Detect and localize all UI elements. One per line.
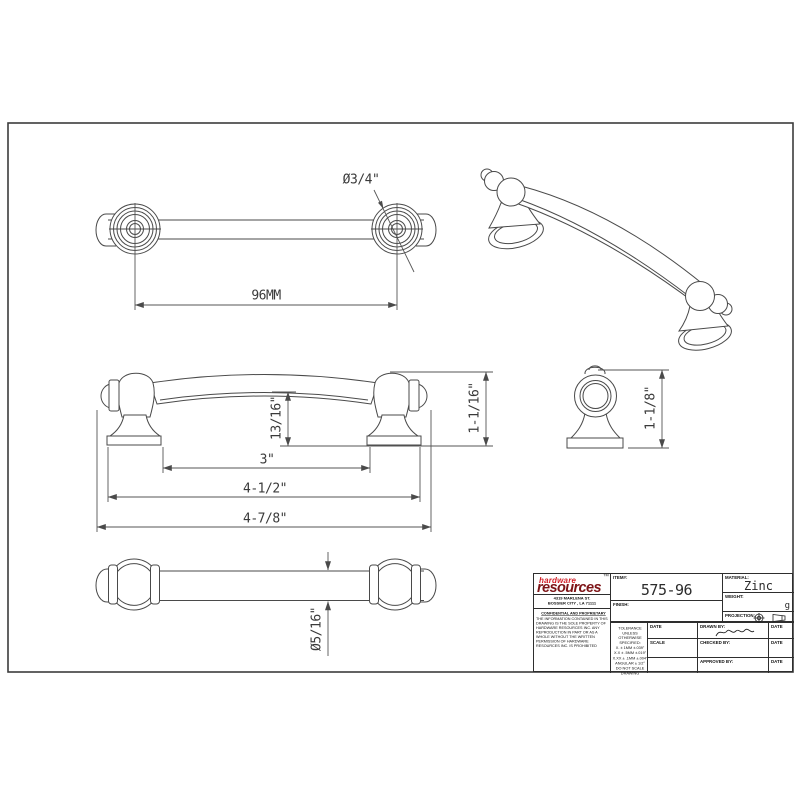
sheet-border	[7, 122, 794, 673]
tolerance-line: X.XX ± .1MM ±.004"	[612, 656, 648, 661]
dim-overall-height-side: 1-1/8"	[643, 386, 659, 430]
legal-cell: CONFIDENTIAL AND PROPRIETARY THE INFORMA…	[534, 609, 611, 673]
confidential-heading: CONFIDENTIAL AND PROPRIETARY	[541, 611, 606, 616]
dim-outer-base-span: 4-1/2"	[243, 481, 287, 497]
address-cell: 4319 MARLENA ST. BOSSIER CITY , LA 71111	[534, 595, 611, 609]
date-label: DATE	[771, 659, 783, 664]
approved-by-label: APPROVED BY:	[700, 659, 734, 664]
bottom-view-linework	[95, 558, 437, 611]
logo-hardware-text: hardware	[539, 576, 577, 585]
address-line2: BOSSIER CITY , LA 71111	[547, 600, 597, 606]
date-label: DATE	[650, 624, 662, 629]
checked-by-cell: CHECKED BY:	[698, 639, 769, 658]
confidential-body: THE INFORMATION CONTAINED IN THIS DRAWIN…	[536, 616, 608, 649]
third-angle-projection-icon	[753, 613, 786, 623]
side-view-dimensions	[598, 369, 669, 449]
perspective-view-linework	[480, 168, 733, 351]
item-cell: ITEM#: 575-96	[611, 574, 723, 601]
drawn-by-cell: DRAWN BY:	[698, 623, 769, 639]
dim-bar-clearance: 13/16"	[269, 396, 285, 440]
weight-value: g	[784, 601, 790, 611]
tolerance-line: ANGULAR ± 1/2°	[615, 661, 645, 666]
trademark-symbol: ™	[603, 574, 609, 580]
material-cell: MATERIAL: Zinc	[723, 574, 794, 593]
projection-cell: PROJECTION:	[723, 612, 794, 623]
dim-diameter-callout: Ø3/4"	[342, 172, 380, 188]
date-cell: DATE	[769, 658, 794, 673]
dim-bar-diameter: Ø5/16"	[309, 607, 325, 651]
blank-cell	[648, 658, 698, 673]
top-view-dimensions	[134, 189, 415, 310]
address-line1: 4319 MARLENA ST.	[553, 596, 591, 601]
dim-center-distance: 96MM	[251, 288, 281, 304]
front-view-dimensions	[96, 371, 493, 532]
finish-label: FINISH:	[613, 602, 629, 607]
side-view-linework	[566, 365, 624, 449]
weight-label: WEIGHT:	[725, 594, 744, 599]
scale-cell: SCALE	[648, 639, 698, 658]
projection-label: PROJECTION:	[725, 613, 756, 618]
tolerance-line: DO NOT SCALE DRAWING	[615, 666, 645, 676]
top-view-linework	[95, 203, 437, 255]
drawn-by-signature	[715, 628, 755, 637]
drawn-by-label: DRAWN BY:	[700, 624, 726, 629]
scale-label: SCALE	[650, 640, 665, 645]
dim-overall-length: 4-7/8"	[243, 511, 287, 527]
material-label: MATERIAL:	[725, 575, 749, 580]
date-cell: DATE	[769, 623, 794, 639]
front-view-linework	[100, 372, 428, 446]
item-number: 575-96	[640, 581, 693, 599]
date-cell: DATE	[769, 639, 794, 658]
date-label: DATE	[771, 640, 783, 645]
logo-resources-text: resources	[537, 580, 602, 596]
date-cell: DATE	[648, 623, 698, 639]
dim-inner-base-span: 3"	[259, 452, 275, 468]
date-label: DATE	[771, 624, 783, 629]
approved-by-cell: APPROVED BY:	[698, 658, 769, 673]
title-block: hardware resources ™ 4319 MARLENA ST. BO…	[533, 573, 794, 676]
finish-cell: FINISH:	[611, 601, 723, 623]
tolerance-line: OTHERWISE SPECIFIED:	[618, 636, 642, 646]
dim-overall-height-front: 1-1/16"	[467, 382, 483, 434]
weight-cell: WEIGHT: g	[723, 593, 794, 612]
tolerance-line: X. ± 1MM ±.039"	[615, 646, 645, 651]
logo-cell: hardware resources ™	[534, 574, 611, 596]
tolerance-line: TOLERANCE UNLESS	[618, 626, 642, 636]
material-value: Zinc	[744, 579, 773, 593]
tolerance-line: X.X ± .5MM ±.019"	[613, 651, 647, 656]
tolerance-cell: TOLERANCE UNLESS OTHERWISE SPECIFIED: X.…	[611, 623, 648, 676]
item-label: ITEM#:	[613, 575, 628, 580]
checked-by-label: CHECKED BY:	[700, 640, 731, 645]
